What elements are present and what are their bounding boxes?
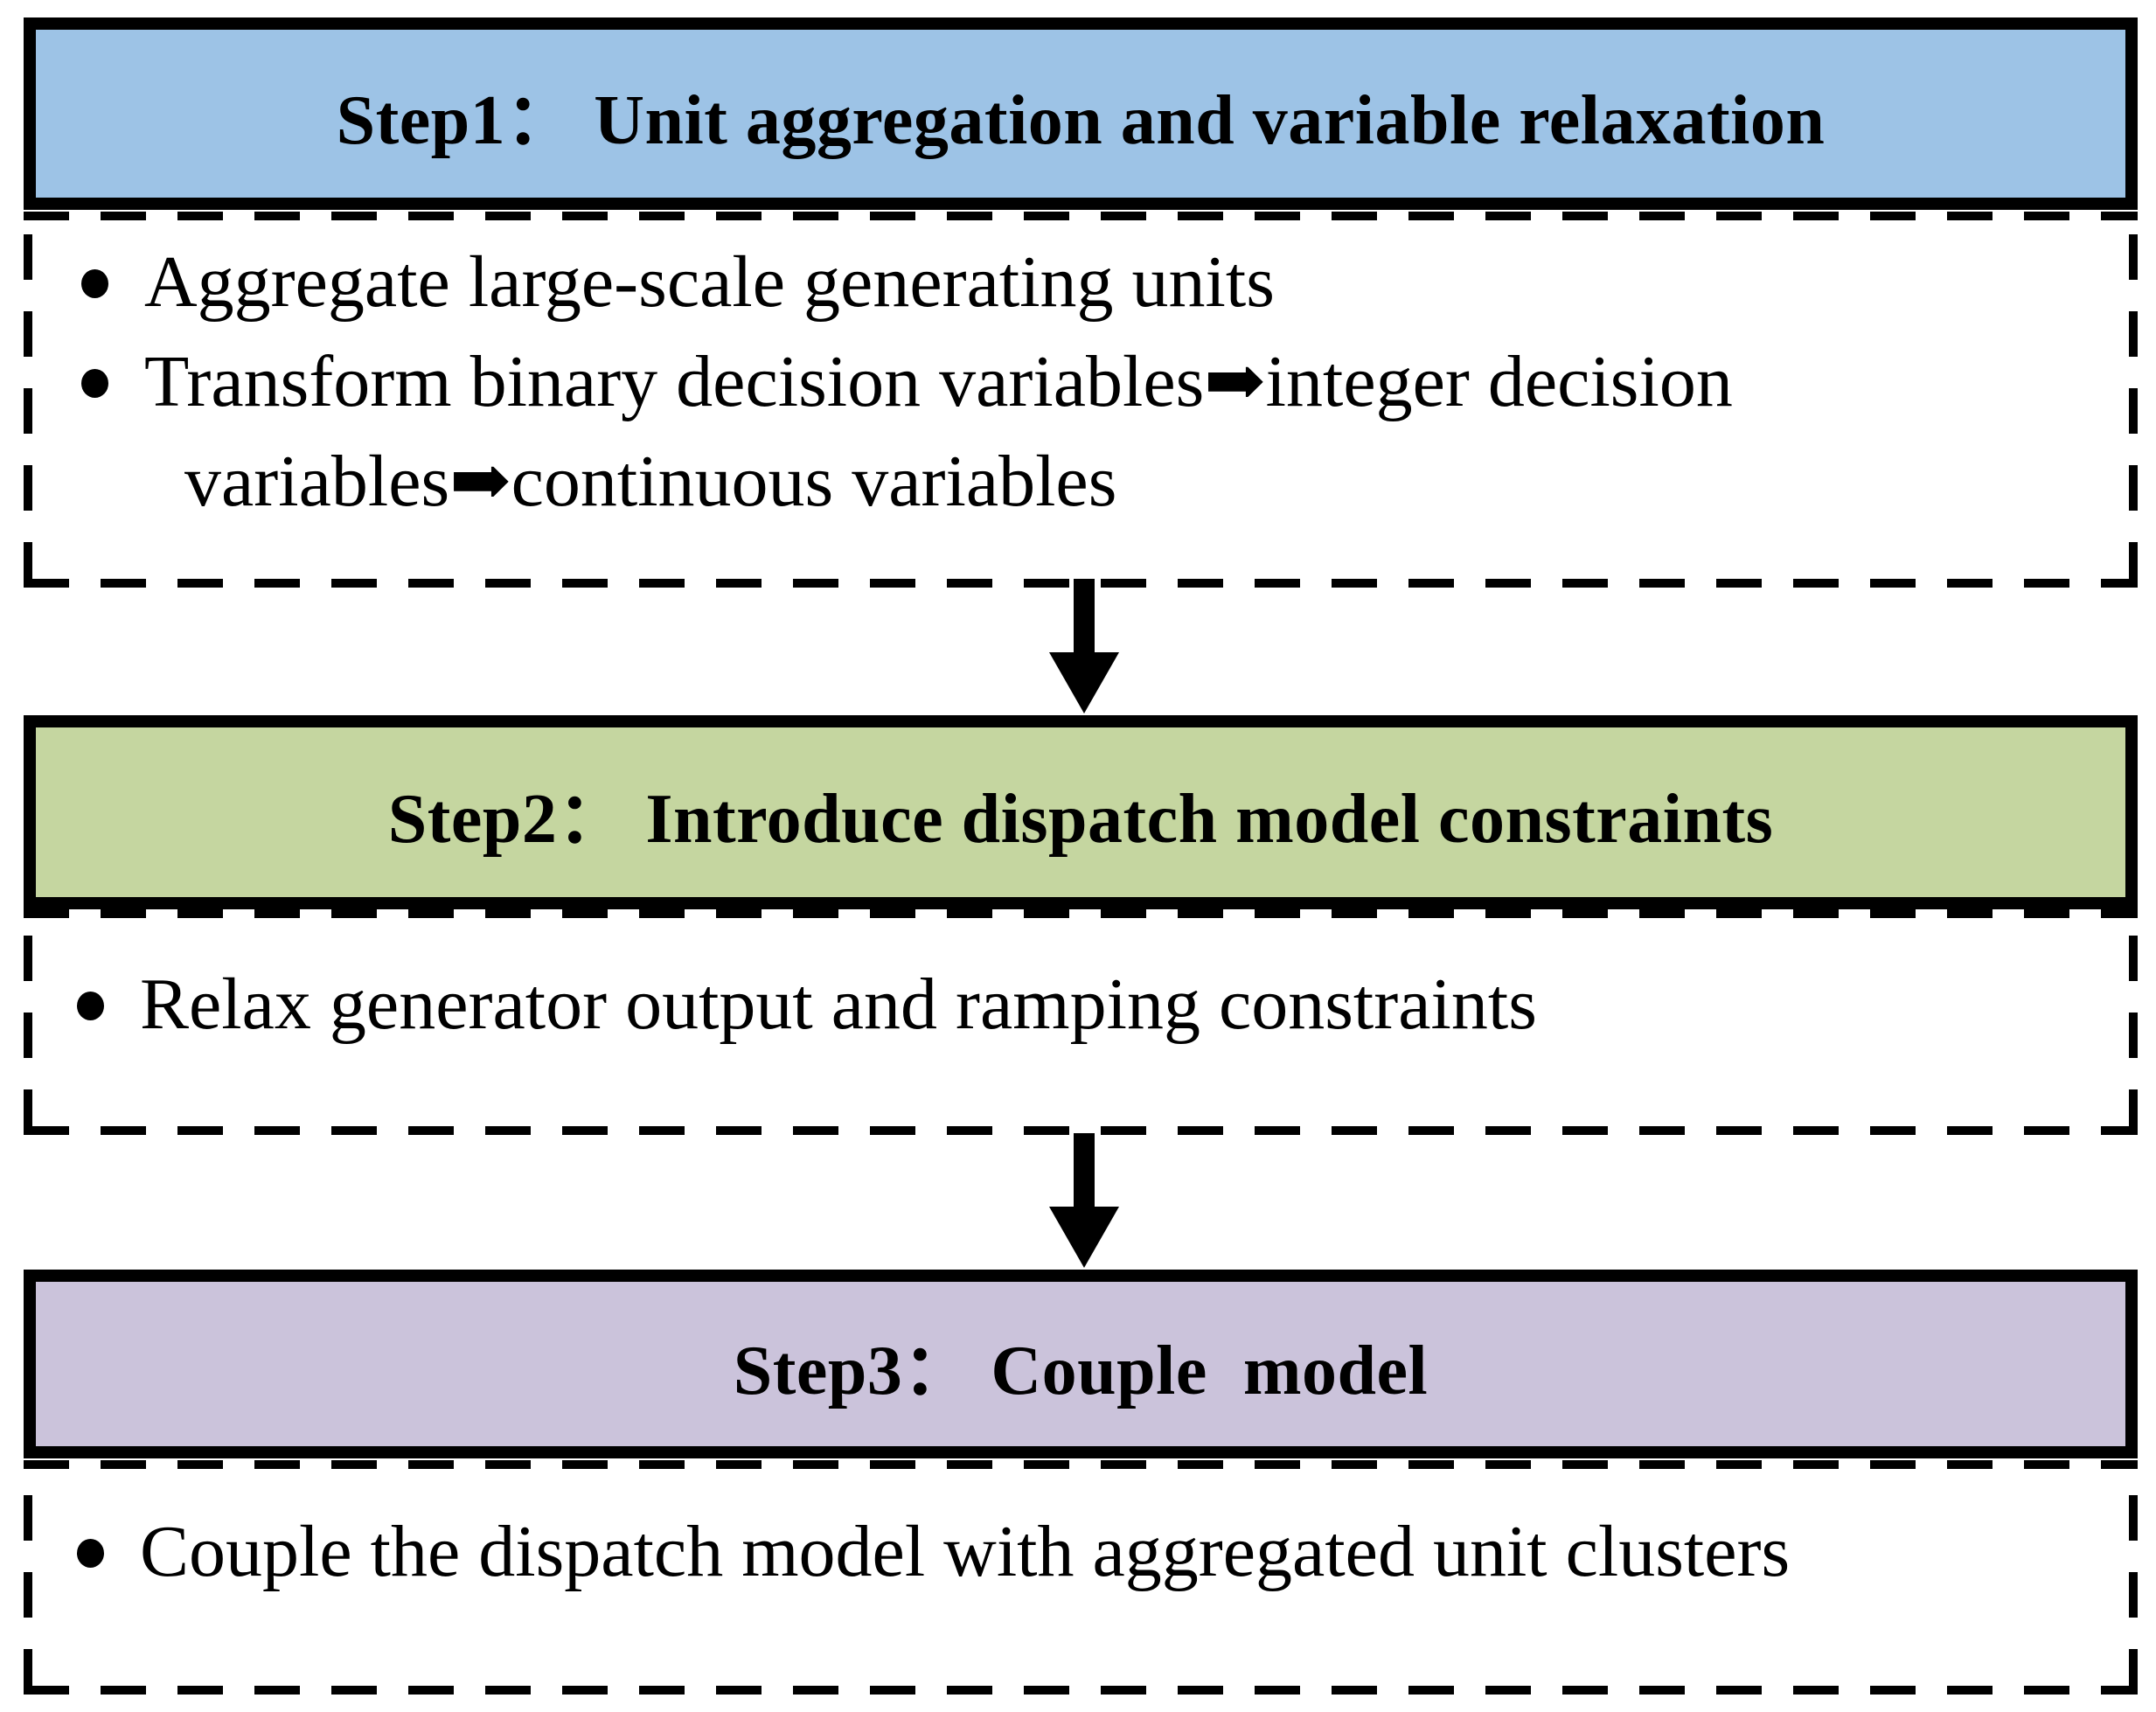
step1-header-box: Step1： Unit aggregation and variable rel…: [24, 17, 2138, 210]
step3-details-box: Couple the dispatch model with aggregate…: [24, 1460, 2138, 1695]
bullet-item: Relax generator output and ramping const…: [72, 955, 2120, 1054]
bullet-item: Transform binary decision variables➡inte…: [76, 332, 2120, 532]
bullet-dot-icon: [77, 992, 104, 1020]
step3-title: Step3： Couple model: [733, 1333, 1429, 1409]
step1-title: Step1： Unit aggregation and variable rel…: [336, 82, 1826, 159]
bullet-text: Aggregate large-scale generating units: [144, 241, 1275, 323]
bullet-text: Couple the dispatch model with aggregate…: [140, 1511, 1791, 1592]
arrow-head: [1049, 1207, 1119, 1268]
bullet-item: Couple the dispatch model with aggregate…: [72, 1502, 2120, 1602]
step3-header-box: Step3： Couple model: [24, 1270, 2138, 1458]
bullet-dot-icon: [81, 269, 108, 298]
bullet-text-continued: variables➡continuous variables: [184, 441, 1117, 522]
step2-details-box: Relax generator output and ramping const…: [24, 909, 2138, 1135]
down-arrow-icon: [1049, 579, 1119, 713]
arrow-stem: [1074, 1133, 1095, 1207]
bullet-text: Transform binary decision variables➡inte…: [144, 341, 1733, 422]
arrow-stem: [1074, 579, 1095, 652]
bullet-item: Aggregate large-scale generating units: [76, 233, 2120, 332]
step3-bullet-list: Couple the dispatch model with aggregate…: [24, 1460, 2138, 1602]
step2-header-box: Step2： Introduce dispatch model constrai…: [24, 715, 2138, 909]
down-arrow-icon: [1049, 1133, 1119, 1268]
step1-bullet-list: Aggregate large-scale generating units T…: [24, 212, 2138, 532]
arrow-head: [1049, 652, 1119, 713]
step2-title: Step2： Introduce dispatch model constrai…: [387, 781, 1774, 858]
bullet-text: Relax generator output and ramping const…: [140, 964, 1537, 1045]
step1-details-box: Aggregate large-scale generating units T…: [24, 212, 2138, 588]
step2-bullet-list: Relax generator output and ramping const…: [24, 909, 2138, 1054]
bullet-dot-icon: [77, 1539, 104, 1568]
bullet-dot-icon: [81, 369, 108, 398]
